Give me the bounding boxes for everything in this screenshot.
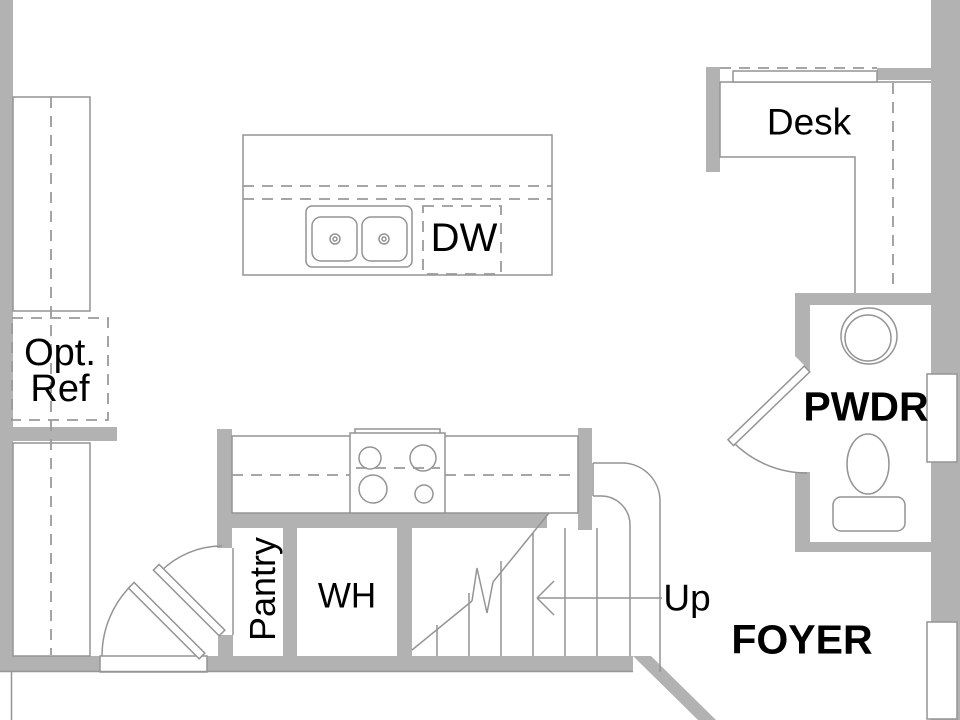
pwdr-left-wall-upper [795,293,810,371]
sink-drain-left-icon [329,233,341,245]
label-dishwasher: DW [430,216,498,260]
wh-stair-wall [397,528,412,656]
pantry-door-leaf [152,563,226,637]
window-right-lower [926,621,958,720]
burner-bottom-left [358,474,388,504]
desk-nook-wall [706,67,720,172]
entry-door-leaf [127,581,206,660]
dashed-lines [11,67,894,655]
label-ref-line2: Ref [30,368,90,410]
pwdr-bottom-wall [795,542,931,552]
stair-rail-inner [593,495,631,656]
sink-drain-right-dot [381,236,387,242]
door-threshold [99,655,208,673]
label-opt-line1: Opt. [24,331,96,374]
room-label-desk: Desk [766,101,852,143]
up-arrow-icon [536,580,662,616]
vanity-sink-inner [844,314,892,362]
label-optional-refrigerator: Opt.Ref [24,331,96,410]
label-stairs-up: Up [663,577,711,619]
pantry-door-jamb-lower [218,635,233,656]
doors [101,365,811,660]
kitchen-left-wall [0,427,117,441]
sink-drain-right-icon [378,233,390,245]
toilet-bowl [846,433,890,495]
pwdr-door-swing-arc [731,440,808,474]
room-label-powder-room: PWDR [803,383,929,430]
stair-cut-line-lower [411,600,473,651]
bottom-wall-mid [207,656,633,671]
stair-break-mark [471,567,494,614]
opt-ref-dashed-box [11,317,109,421]
room-label-foyer: FOYER [731,616,873,663]
room-label-pantry: Pantry [241,536,283,642]
pantry-wh-wall [283,528,297,656]
burner-bottom-right [414,484,434,504]
stair-rail-outer [593,462,661,672]
pwdr-door-leaf [726,365,811,447]
stair-treads [436,528,598,656]
left-wall [0,0,13,671]
burner-top-left [358,446,382,470]
sink-basin-left [311,216,358,262]
vanity-sink-outer [840,307,898,365]
desk-top-wall [877,68,931,80]
left-lower-cabinet [12,442,91,657]
sink-basin-right [361,216,408,262]
pwdr-left-wall-lower [795,472,810,542]
toilet-tank [832,496,906,532]
pantry-door-jamb-upper [217,429,232,548]
kitchen-back-wall [217,513,547,528]
bottom-wall-left [0,656,100,671]
staircase [411,462,662,672]
entry-door-swing-arc [101,584,132,657]
dishwasher-dashed-box [422,205,502,275]
desk-opening [732,70,878,83]
sink-drain-left-dot [332,236,338,242]
burner-top-right [409,444,437,472]
window-right-upper [926,373,958,463]
label-water-heater: WH [317,576,377,616]
pwdr-top-wall [795,293,931,305]
pantry-door-swing-arc [159,545,223,573]
stair-cut-line-upper [492,512,550,583]
diagonal-wall [633,656,716,720]
counter-right-wall [578,428,592,530]
right-wall [931,0,960,720]
